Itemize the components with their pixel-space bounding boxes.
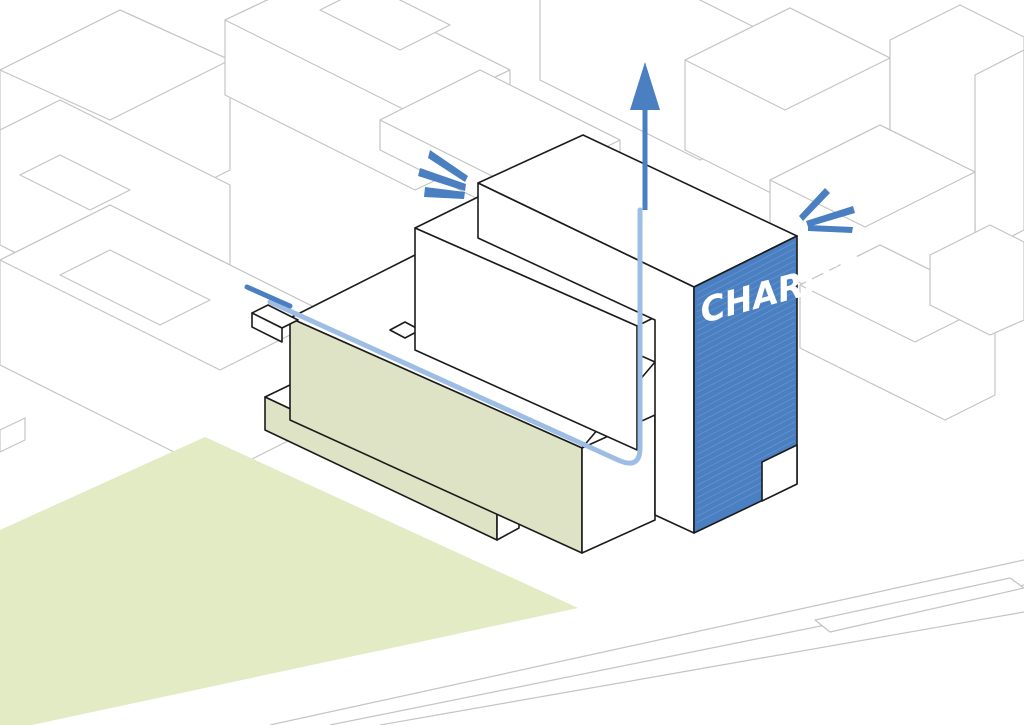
street-median [814, 577, 1024, 633]
facade-stripe [696, 390, 796, 443]
facade-stripe [696, 291, 796, 344]
facade-stripe [696, 297, 796, 350]
annex-front [251, 312, 283, 343]
arrow-up-icon [630, 62, 660, 210]
facade-stripe [696, 440, 796, 492]
facade-stripe [696, 272, 796, 325]
facade-stripe [696, 409, 796, 461]
facade-stripes [696, 241, 796, 523]
facade-stripe [696, 303, 796, 356]
main-building: CHARITÈ [251, 134, 864, 554]
context-block-far-right-b [974, 49, 1024, 256]
facade-stripe [696, 415, 796, 468]
facade-stripe [696, 316, 796, 368]
context-court-top [319, 0, 451, 51]
context-stub [0, 417, 26, 453]
facade-stripe [696, 384, 796, 437]
facade-stripe [696, 279, 796, 331]
facade-stripe [696, 365, 796, 418]
facade-stripe [696, 285, 796, 337]
context-block-top-center-top [224, 0, 511, 116]
facade-stripe [696, 310, 796, 362]
context-courtyard-opening [19, 154, 131, 211]
slab-front [414, 227, 638, 451]
signal-burst-icon [799, 188, 855, 233]
context-block-right-c [929, 224, 1024, 336]
facade-stripe [696, 434, 796, 486]
facade-stripe [696, 334, 796, 387]
facade-stripe [696, 341, 796, 393]
facade-stripe [696, 353, 796, 406]
circulation-path [267, 207, 643, 466]
facade-stripe [696, 378, 796, 430]
street-edge [269, 559, 1024, 725]
facade-stripe [696, 260, 796, 313]
facade-stripe [696, 254, 796, 306]
facade-stripe [696, 372, 796, 424]
facade-stripe [696, 322, 796, 375]
street-lane [379, 611, 1024, 725]
facade-stripe [696, 328, 796, 381]
facade-stripe [696, 241, 796, 294]
signal-burst-icon [418, 150, 468, 199]
facade-stripe [696, 421, 796, 474]
facade-stripe [696, 248, 796, 300]
context-inner-court [59, 249, 211, 326]
park-area [0, 437, 578, 725]
facade-stripe [696, 403, 796, 455]
facade-stripe [696, 427, 796, 480]
tower-entrance [761, 444, 798, 502]
facade-stripe [696, 266, 796, 319]
facade-stripe [696, 359, 796, 412]
facade-stripe [696, 347, 796, 399]
entry-arrow-line [244, 284, 293, 309]
facade-stripe [696, 396, 796, 449]
